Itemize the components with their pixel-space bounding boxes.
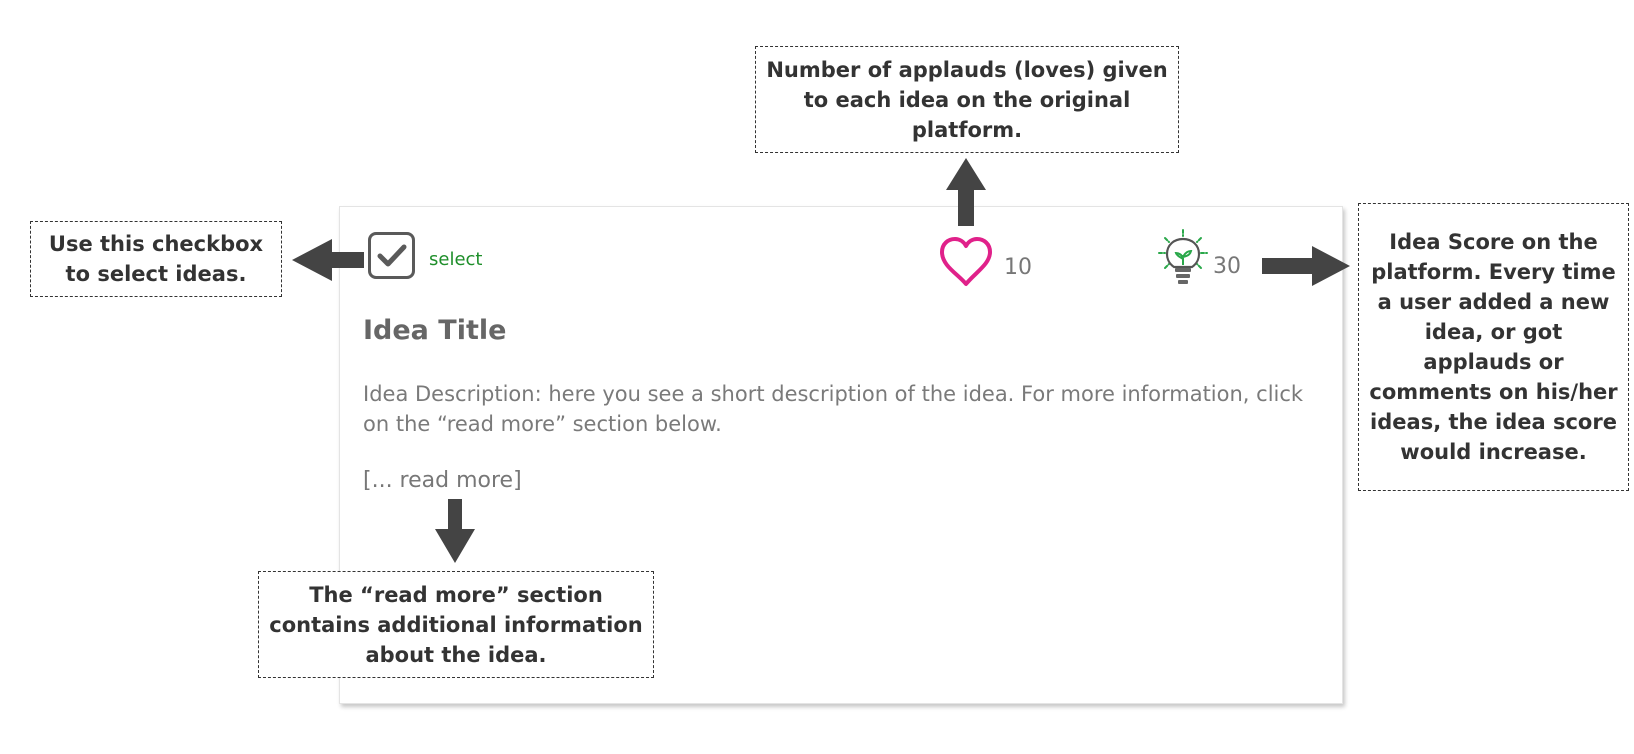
checkbox-annotation-text: Use this checkbox to select ideas.: [48, 232, 264, 286]
arrow-down-icon: [435, 499, 475, 563]
read-more-annotation: The “read more” section contains additio…: [258, 571, 654, 678]
checkbox-annotation: Use this checkbox to select ideas.: [30, 221, 282, 297]
read-more-link[interactable]: [... read more]: [363, 468, 522, 493]
read-more-annotation-text: The “read more” section contains additio…: [269, 582, 643, 667]
idea-description: Idea Description: here you see a short d…: [363, 382, 1304, 436]
arrow-right-icon: [1262, 246, 1350, 286]
arrow-left-icon: [292, 239, 364, 281]
select-label[interactable]: select: [429, 249, 483, 270]
select-checkbox[interactable]: [368, 232, 415, 279]
arrow-up-icon: [946, 158, 986, 226]
applauds-annotation: Number of applauds (loves) given to each…: [755, 46, 1179, 153]
score-annotation: Idea Score on the platform. Every time a…: [1358, 203, 1629, 491]
checkmark-icon: [377, 244, 407, 267]
idea-score: 30: [1213, 254, 1241, 279]
applauds-annotation-text: Number of applauds (loves) given to each…: [766, 57, 1168, 142]
score-annotation-text: Idea Score on the platform. Every time a…: [1369, 230, 1618, 464]
idea-title: Idea Title: [363, 315, 507, 346]
love-count: 10: [1004, 255, 1032, 280]
lightbulb-icon: [1158, 229, 1208, 284]
heart-icon[interactable]: [938, 236, 994, 288]
